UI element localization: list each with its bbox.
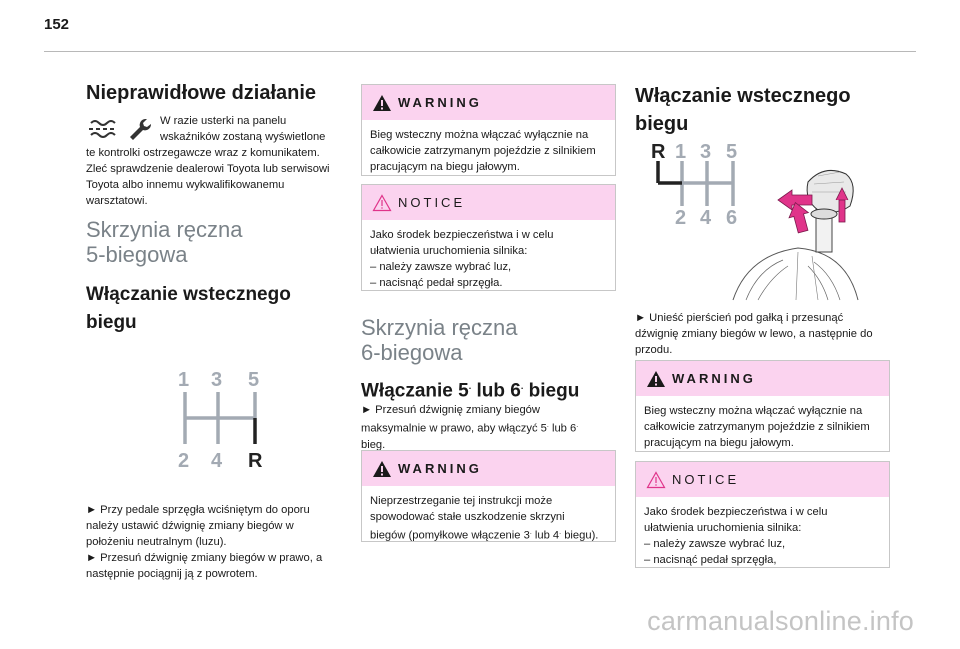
warning-title: WARNING	[398, 461, 482, 476]
notice-triangle-icon	[646, 470, 666, 488]
reverse-heading-6speed-sub: biegu	[635, 113, 689, 135]
instruction-line: następnie pociągnij ją z powrotem.	[86, 568, 258, 580]
malfunction-heading: Nieprawidłowe działanie	[86, 82, 317, 104]
reverse-heading: Włączanie wstecznego	[86, 284, 291, 305]
section-title-5speed-sub: 5-biegowa	[86, 242, 188, 267]
warning-part: biegów (pomyłkowe włączenie 3	[370, 529, 530, 542]
warning-text-line: W razie usterki na panelu	[160, 115, 287, 127]
gear-5-6-heading: Włączanie 5. lub 6. biegu	[361, 374, 579, 403]
warning-box: WARNING Bieg wsteczny można włączać wyłą…	[361, 84, 616, 176]
gear-label-2: 2	[178, 450, 189, 472]
notice-title: NOTICE	[398, 195, 466, 210]
warning-line: Nieprzestrzeganie tej instrukcji może	[370, 495, 553, 507]
gear-diagram-5speed: 1 3 5 2 4 R	[170, 364, 270, 479]
warning-sup: .	[559, 529, 562, 536]
warning-title: WARNING	[672, 371, 756, 386]
reverse-heading-sub: biegu	[86, 312, 137, 333]
gear-label-5: 5	[248, 369, 259, 391]
section-title-5speed: Skrzynia ręczna	[86, 217, 243, 242]
heading-sup: .	[468, 381, 472, 391]
warning-text-line: wskaźników zostaną wyświetlone	[160, 131, 326, 143]
section-title-6speed-sub: 6-biegowa	[361, 340, 463, 365]
warning-lamps-icon	[86, 113, 156, 148]
warning-box-header: WARNING	[636, 361, 889, 396]
instruction-line: ► Przy pedale sprzęgła wciśniętym do opo…	[86, 504, 310, 516]
warning-line: pracującym na biegu jałowym.	[644, 437, 794, 449]
reverse-heading-6speed: Włączanie wstecznego	[635, 85, 851, 107]
warning-triangle-icon	[373, 94, 391, 111]
section-title-6speed: Skrzynia ręczna	[361, 315, 518, 340]
warning-line: Bieg wsteczny można włączać wyłącznie na	[370, 129, 589, 141]
warning-part: lub 4	[531, 529, 560, 542]
instruction-sup: .	[546, 422, 549, 429]
warning-box-header: WARNING	[362, 85, 615, 120]
instruction-line: ► Unieść pierścień pod gałką i przesunąć	[635, 312, 844, 324]
notice-box-header: NOTICE	[636, 462, 889, 497]
notice-title: NOTICE	[672, 472, 740, 487]
instruction-line: bieg.	[361, 438, 386, 451]
notice-line: – należy zawsze wybrać luz,	[370, 261, 512, 273]
notice-line: Jako środek bezpieczeństwa i w celu	[370, 229, 554, 241]
warning-box-header: WARNING	[362, 451, 615, 486]
watermark: carmanualsonline.info	[647, 606, 914, 636]
heading-sup: .	[520, 381, 524, 391]
page-number: 152	[44, 16, 70, 33]
heading-part: Włączanie 5	[361, 380, 469, 402]
gear-diagram-6speed: R 1 3 5 2 4 6	[648, 140, 748, 230]
warning-line: Bieg wsteczny można włączać wyłącznie na	[644, 405, 863, 417]
warning-line: całkowicie zatrzymanym pojeździe z silni…	[644, 421, 870, 433]
instruction-part: lub 6	[548, 422, 577, 435]
header-divider	[44, 51, 916, 52]
gear-label-4: 4	[211, 450, 223, 472]
instruction-part: maksymalnie w prawo, aby włączyć 5	[361, 422, 547, 435]
heading-part: biegu	[523, 380, 580, 402]
instruction-line: maksymalnie w prawo, aby włączyć 5. lub …	[361, 418, 578, 437]
notice-line: Jako środek bezpieczeństwa i w celu	[644, 506, 828, 518]
gear-label-5: 5	[726, 141, 737, 163]
warning-title: WARNING	[398, 95, 482, 110]
notice-box: NOTICE Jako środek bezpieczeństwa i w ce…	[361, 184, 616, 291]
instruction-line: dźwignię zmiany biegów w lewo, a następn…	[635, 328, 873, 340]
warning-line: pracującym na biegu jałowym.	[370, 161, 520, 173]
instruction-line: przodu.	[635, 344, 673, 356]
gear-label-1: 1	[178, 369, 189, 391]
body-text-line: Zleć sprawdzenie dealerowi Toyota lub se…	[86, 163, 330, 175]
warning-part: biegu).	[561, 529, 599, 542]
gear-label-1: 1	[675, 141, 686, 163]
gear-label-3: 3	[700, 141, 711, 163]
warning-triangle-icon	[373, 460, 391, 477]
warning-triangle-icon	[647, 370, 665, 387]
gear-label-4: 4	[700, 207, 712, 225]
body-text-line: warsztatowi.	[86, 195, 148, 207]
instruction-line: położeniu neutralnym (luzu).	[86, 536, 227, 548]
warning-line: całkowicie zatrzymanym pojeździe z silni…	[370, 145, 596, 157]
gear-label-r: R	[248, 450, 263, 472]
gear-label-3: 3	[211, 369, 222, 391]
body-text-line: Toyota albo innemu wykwalifikowanemu	[86, 179, 285, 191]
warning-box-2: WARNING Nieprzestrzeganie tej instrukcji…	[361, 450, 616, 542]
notice-box-3: NOTICE Jako środek bezpieczeństwa i w ce…	[635, 461, 890, 568]
notice-triangle-icon	[372, 193, 392, 211]
instruction-line: ► Przesuń dźwignię zmiany biegów	[361, 404, 540, 416]
notice-line: ułatwienia uruchomienia silnika:	[644, 522, 802, 534]
gear-label-r: R	[651, 141, 666, 163]
instruction-sup: .	[576, 422, 579, 429]
notice-box-header: NOTICE	[362, 185, 615, 220]
notice-line: – nacisnąć pedał sprzęgła.	[370, 277, 503, 289]
warning-box-3: WARNING Bieg wsteczny można włączać wyłą…	[635, 360, 890, 452]
instruction-line: ► Przesuń dźwignię zmiany biegów w prawo…	[86, 552, 323, 564]
instruction-line: należy ustawić dźwignię zmiany biegów w	[86, 520, 294, 532]
warning-sup: .	[529, 529, 532, 536]
notice-line: – nacisnąć pedał sprzęgła,	[644, 554, 777, 566]
notice-line: ułatwienia uruchomienia silnika:	[370, 245, 528, 257]
gear-label-6: 6	[726, 207, 737, 225]
gear-label-2: 2	[675, 207, 686, 225]
heading-part: lub 6	[471, 380, 521, 402]
warning-line: spowodować stałe uszkodzenie skrzyni	[370, 511, 565, 523]
warning-line: biegów (pomyłkowe włączenie 3. lub 4. bi…	[370, 525, 607, 544]
gear-lever-illustration	[728, 160, 868, 310]
notice-line: – należy zawsze wybrać luz,	[644, 538, 786, 550]
body-text-line: te kontrolki ostrzegawcze wraz z komunik…	[86, 147, 320, 159]
